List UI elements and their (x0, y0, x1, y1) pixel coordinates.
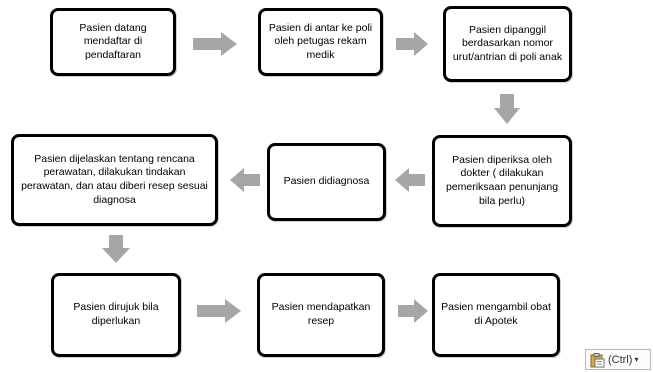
step-6-treatment-plan: Pasien dijelaskan tentang rencana perawa… (11, 134, 218, 226)
step-8-receive-prescription: Pasien mendapatkan resep (257, 273, 385, 357)
paste-options-label: (Ctrl) (608, 353, 633, 366)
step-9-label: Pasien mengambil obat di Apotek (441, 301, 551, 327)
arrow-right-7-to-8 (197, 299, 241, 323)
arrow-right-2-to-3 (396, 32, 428, 56)
step-5-label: Pasien didiagnosa (283, 175, 370, 188)
step-9-pick-up-medicine: Pasien mengambil obat di Apotek (432, 273, 560, 357)
paste-options-button[interactable]: (Ctrl) ▾ (585, 349, 651, 370)
step-2-label: Pasien di antar ke poli oleh petugas rek… (268, 21, 373, 61)
step-3-label: Pasien dipanggil berdasarkan nomor urut/… (452, 23, 563, 63)
arrow-left-5-to-6 (230, 168, 260, 192)
arrow-right-1-to-2 (193, 32, 237, 56)
arrow-right-8-to-9 (398, 299, 428, 323)
step-7-label: Pasien dirujuk bila diperlukan (73, 301, 159, 327)
arrow-down-6-to-7 (102, 235, 130, 263)
step-4-label: Pasien diperiksa oleh dokter ( dilakukan… (445, 153, 559, 207)
step-7-referred: Pasien dirujuk bila diperlukan (51, 273, 181, 357)
step-6-label: Pasien dijelaskan tentang rencana perawa… (21, 152, 208, 206)
step-8-label: Pasien mendapatkan resep (271, 301, 371, 327)
step-5-diagnosed: Pasien didiagnosa (267, 143, 386, 221)
arrow-down-3-to-4 (494, 94, 520, 124)
chevron-down-icon[interactable]: ▾ (634, 355, 639, 364)
step-2-escorted-to-clinic: Pasien di antar ke poli oleh petugas rek… (258, 8, 383, 76)
step-1-label: Pasien datang mendaftar di pendaftaran (79, 21, 147, 61)
clipboard-icon (590, 352, 605, 367)
step-4-examined-by-doctor: Pasien diperiksa oleh dokter ( dilakukan… (432, 135, 572, 227)
arrow-left-4-to-5 (395, 168, 425, 192)
step-3-called-by-number: Pasien dipanggil berdasarkan nomor urut/… (443, 6, 572, 82)
step-1-register: Pasien datang mendaftar di pendaftaran (50, 8, 176, 76)
